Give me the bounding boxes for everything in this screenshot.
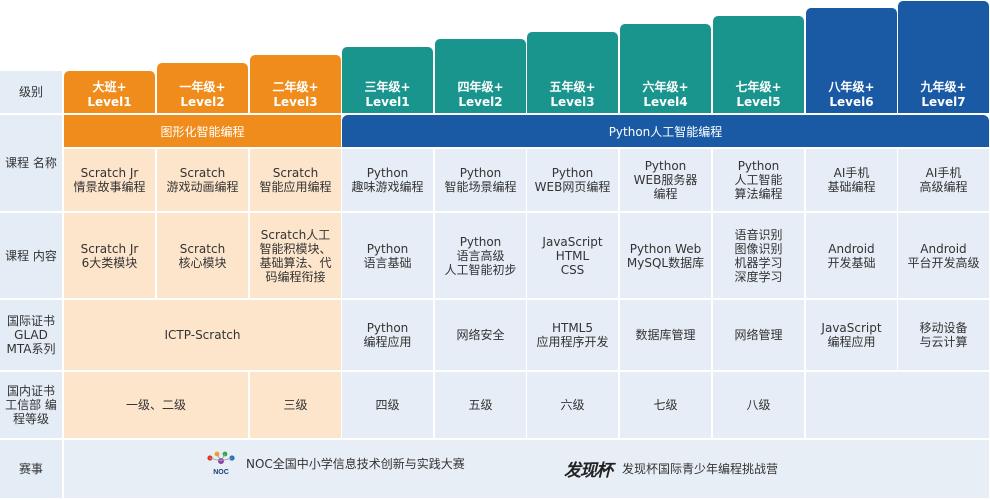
level-number: Level2: [180, 95, 225, 109]
domestic-cert-empty: [806, 372, 989, 438]
faxian-logo-icon: 发现杯: [564, 461, 613, 481]
course-content-cell: Scratch Jr 6大类模块: [64, 213, 155, 298]
course-content-cell: 语音识别 图像识别 机器学习 深度学习: [713, 213, 804, 298]
domestic-cert-cell: 八级: [713, 372, 804, 438]
level-number: Level1: [87, 95, 132, 109]
level-grade: 二年级+: [272, 80, 319, 94]
level-number: Level4: [643, 95, 688, 109]
course-name-cell: AI手机 基础编程: [806, 149, 897, 211]
category-graphical: 图形化智能编程: [64, 115, 341, 147]
course-name-cell: Scratch 智能应用编程: [250, 149, 341, 211]
row-label-course-name: 课程 名称: [0, 115, 62, 211]
level-grade: 八年级+: [828, 80, 875, 94]
intl-cert-cell: HTML5 应用程序开发: [527, 300, 618, 370]
course-name-cell: Scratch 游戏动画编程: [157, 149, 248, 211]
course-content-cell: Scratch人工 智能积模块、 基础算法、代 码编程衔接: [250, 213, 341, 298]
course-name-cell: AI手机 高级编程: [898, 149, 989, 211]
row-label-level: 级别: [0, 71, 62, 113]
level-number: Level6: [829, 95, 874, 109]
course-name-cell: Python 趣味游戏编程: [342, 149, 433, 211]
noc-competition: NOC NOC全国中小学信息技术创新与实践大赛: [204, 450, 465, 476]
level-grade: 三年级+: [364, 80, 411, 94]
course-content-cell: Android 平台开发高级: [898, 213, 989, 298]
level-number: Level5: [736, 95, 781, 109]
faxian-competition-name: 发现杯国际青少年编程挑战营: [622, 462, 779, 476]
course-name-cell: Python WEB网页编程: [527, 149, 618, 211]
row-label-competition: 赛事: [0, 440, 62, 498]
level-number: Level3: [550, 95, 595, 109]
competition-row: NOC NOC全国中小学信息技术创新与实践大赛 发现杯 发现杯国际青少年编程挑战…: [64, 440, 989, 498]
level-header: 六年级+Level4: [620, 24, 711, 113]
course-content-cell: Android 开发基础: [806, 213, 897, 298]
course-content-cell: JavaScript HTML CSS: [527, 213, 618, 298]
domestic-cert-cell: 五级: [435, 372, 526, 438]
intl-cert-cell: Python 编程应用: [342, 300, 433, 370]
course-name-cell: Python 人工智能 算法编程: [713, 149, 804, 211]
domestic-cert-cell: 七级: [620, 372, 711, 438]
domestic-cert-cell: 三级: [250, 372, 341, 438]
intl-cert-cell: 移动设备 与云计算: [898, 300, 989, 370]
category-python: Python人工智能编程: [342, 115, 989, 147]
level-header: 八年级+Level6: [806, 8, 897, 113]
intl-cert-scratch: ICTP-Scratch: [64, 300, 341, 370]
level-header: 九年级+Level7: [898, 1, 989, 113]
noc-logo-text: NOC: [213, 469, 229, 476]
level-header: 二年级+Level3: [250, 55, 341, 113]
level-number: Level3: [273, 95, 318, 109]
row-label-intl-cert: 国际证书 GLAD MTA系列: [0, 300, 62, 370]
level-number: Level7: [921, 95, 966, 109]
domestic-cert-cell: 六级: [527, 372, 618, 438]
course-content-cell: Python 语言高级 人工智能初步: [435, 213, 526, 298]
level-grade: 六年级+: [642, 80, 689, 94]
row-label-domestic-cert: 国内证书 工信部 编程等级: [0, 372, 62, 438]
domestic-cert-cell: 四级: [342, 372, 433, 438]
level-grade: 九年级+: [920, 80, 967, 94]
intl-cert-cell: 数据库管理: [620, 300, 711, 370]
level-grade: 四年级+: [457, 80, 504, 94]
course-content-cell: Scratch 核心模块: [157, 213, 248, 298]
intl-cert-cell: JavaScript 编程应用: [806, 300, 897, 370]
domestic-cert-grade12: 一级、二级: [64, 372, 248, 438]
level-grade: 五年级+: [549, 80, 596, 94]
level-grade: 一年级+: [179, 80, 226, 94]
intl-cert-cell: 网络管理: [713, 300, 804, 370]
level-header: 四年级+Level2: [435, 39, 526, 113]
level-grade: 七年级+: [735, 80, 782, 94]
course-name-cell: Python WEB服务器 编程: [620, 149, 711, 211]
intl-cert-cell: 网络安全: [435, 300, 526, 370]
level-number: Level1: [365, 95, 410, 109]
level-header: 一年级+Level2: [157, 63, 248, 113]
level-header: 三年级+Level1: [342, 47, 433, 113]
level-header: 七年级+Level5: [713, 16, 804, 113]
level-header: 大班+Level1: [64, 71, 155, 113]
course-content-cell: Python 语言基础: [342, 213, 433, 298]
noc-competition-name: NOC全国中小学信息技术创新与实践大赛: [246, 456, 465, 471]
row-label-course-content: 课程 内容: [0, 213, 62, 298]
level-grade: 大班+: [92, 80, 127, 94]
course-name-cell: Python 智能场景编程: [435, 149, 526, 211]
course-content-cell: Python Web MySQL数据库: [620, 213, 711, 298]
level-header: 五年级+Level3: [527, 32, 618, 113]
level-number: Level2: [458, 95, 503, 109]
noc-logo-icon: NOC: [207, 451, 235, 476]
course-name-cell: Scratch Jr 情景故事编程: [64, 149, 155, 211]
faxian-competition: 发现杯 发现杯国际青少年编程挑战营: [564, 456, 778, 481]
